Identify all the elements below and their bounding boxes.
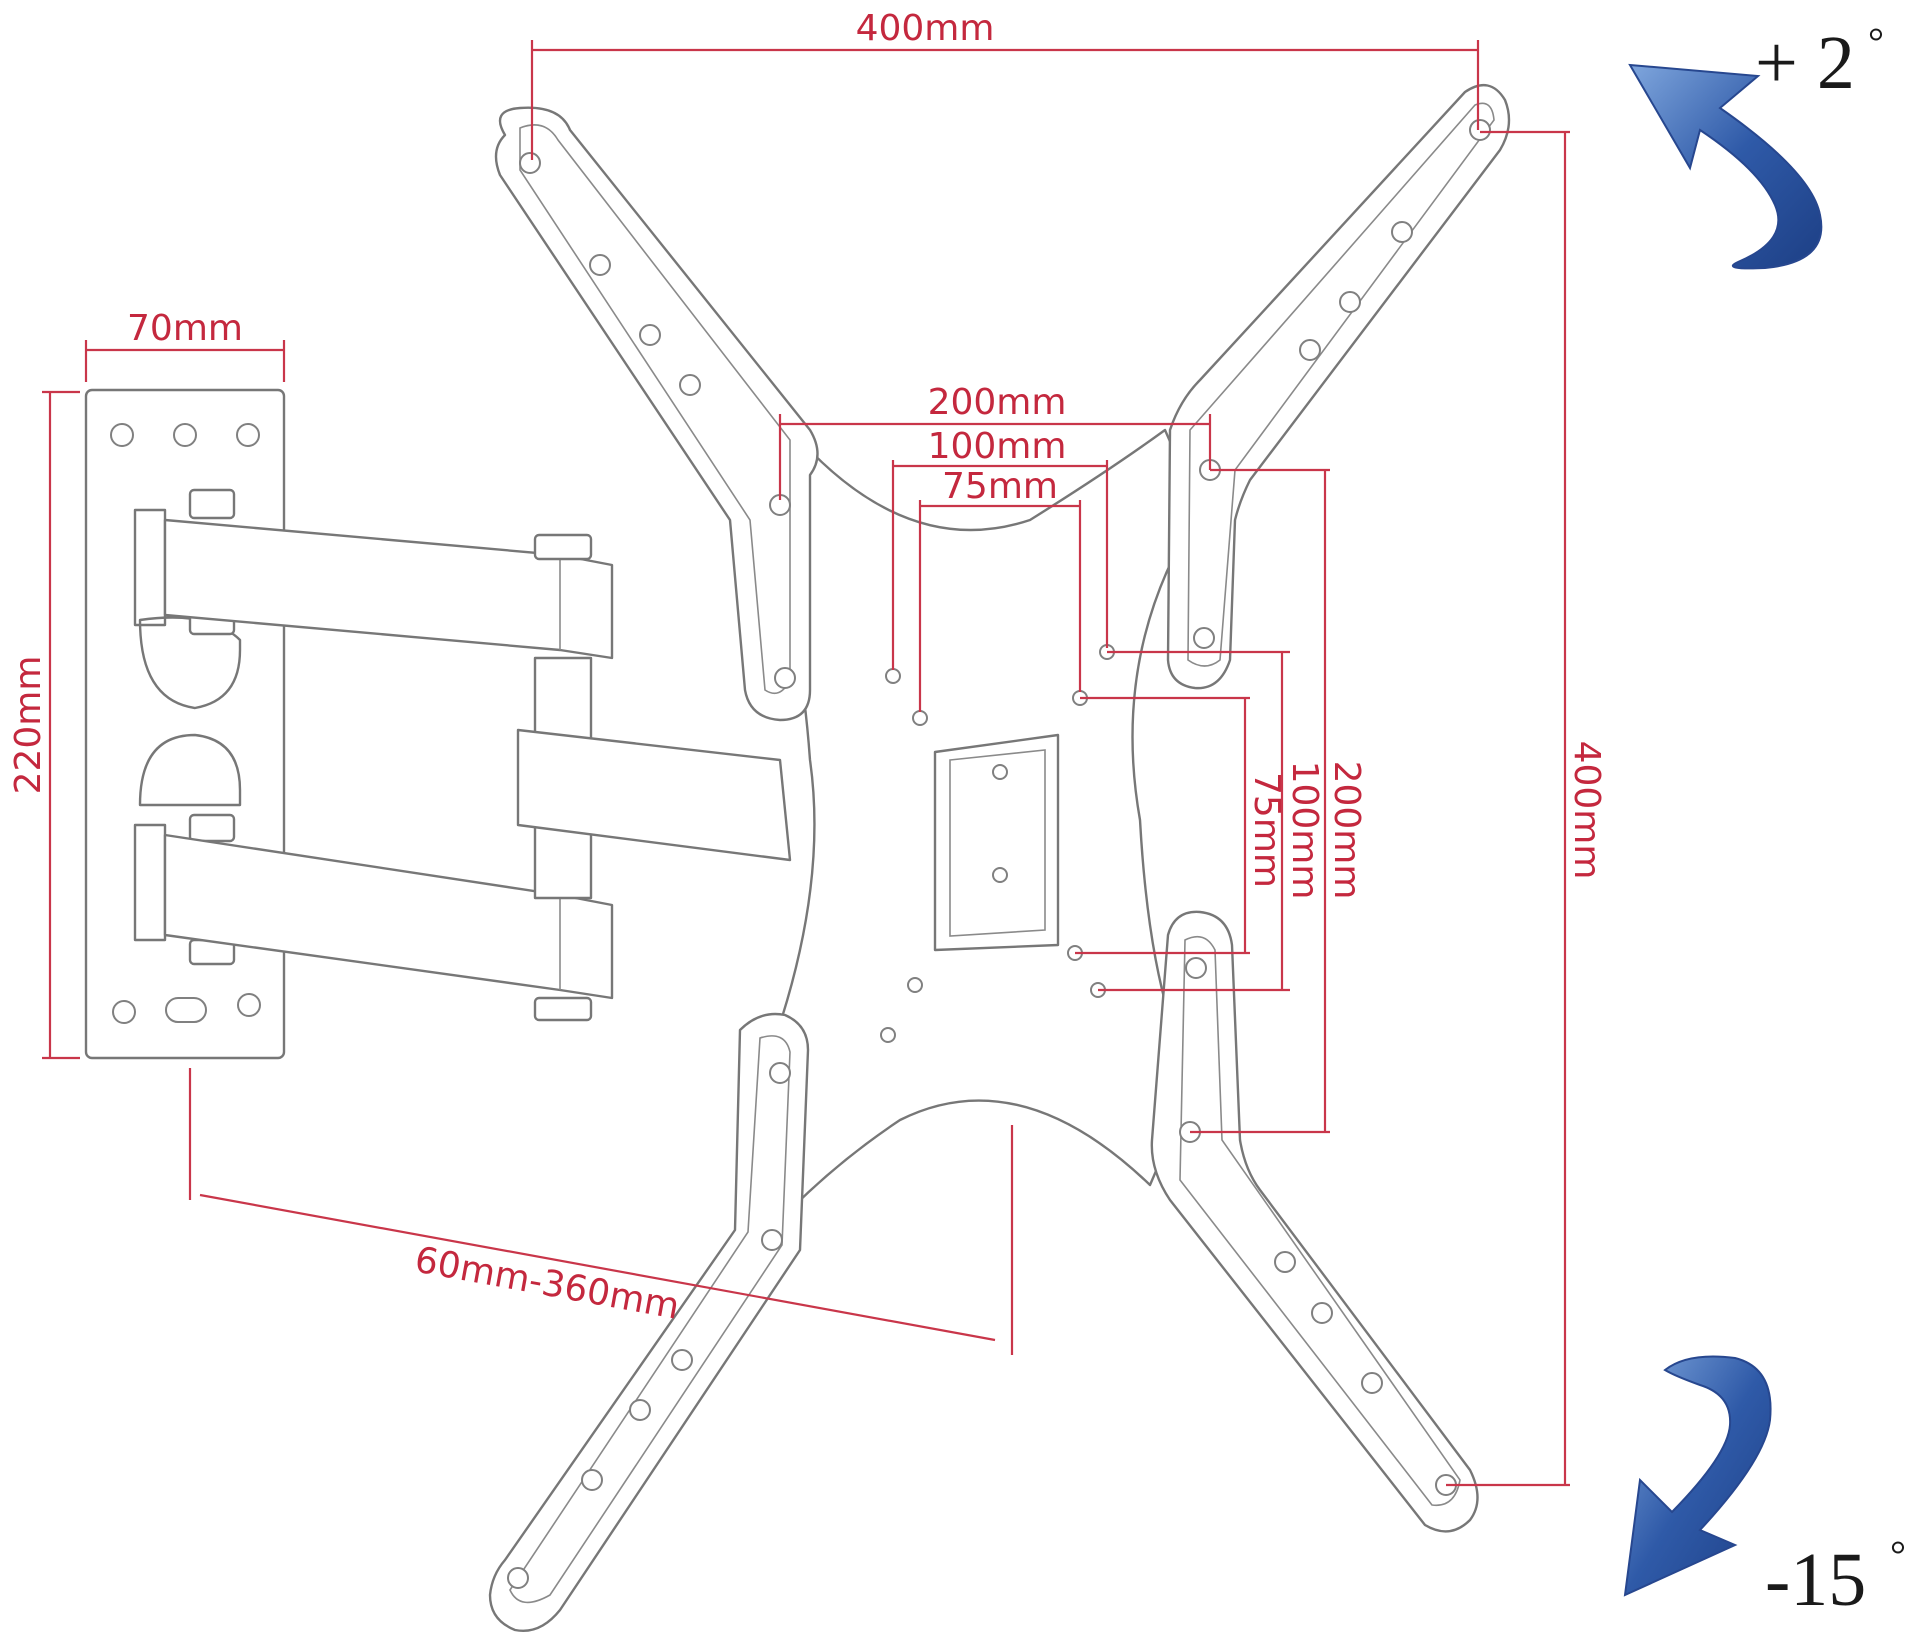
articulating-arms [163,518,792,1022]
tilt-up-label: + 2 [1755,21,1855,105]
dimension-labels: 400mm 70mm 220mm 200mm 100mm 75mm 200mm … [8,8,1607,1328]
dimension-lines [42,40,1570,1487]
label-vert-75: 75mm [1246,772,1287,888]
tilt-labels: + 2 ° -15 ° [1755,19,1906,1622]
tilt-down-arrow-icon [1623,1355,1772,1597]
label-vesa-200: 200mm [928,382,1067,423]
label-vert-100: 100mm [1284,761,1325,900]
label-plate-height: 220mm [8,656,49,795]
label-vesa-75: 75mm [942,466,1058,507]
label-vesa-100: 100mm [928,426,1067,467]
tilt-up-arrow-icon [1628,63,1823,270]
label-plate-width: 70mm [127,308,243,349]
label-vert-200: 200mm [1326,761,1367,900]
wall-plate [84,388,286,1060]
label-top-width: 400mm [856,8,995,49]
tilt-down-label: -15 [1765,1538,1866,1622]
label-extension: 60mm-360mm [412,1240,683,1328]
label-total-height: 400mm [1566,741,1607,880]
tilt-up-degree: ° [1868,19,1884,64]
tv-bracket [488,83,1511,1632]
tilt-down-degree: ° [1890,1532,1906,1577]
